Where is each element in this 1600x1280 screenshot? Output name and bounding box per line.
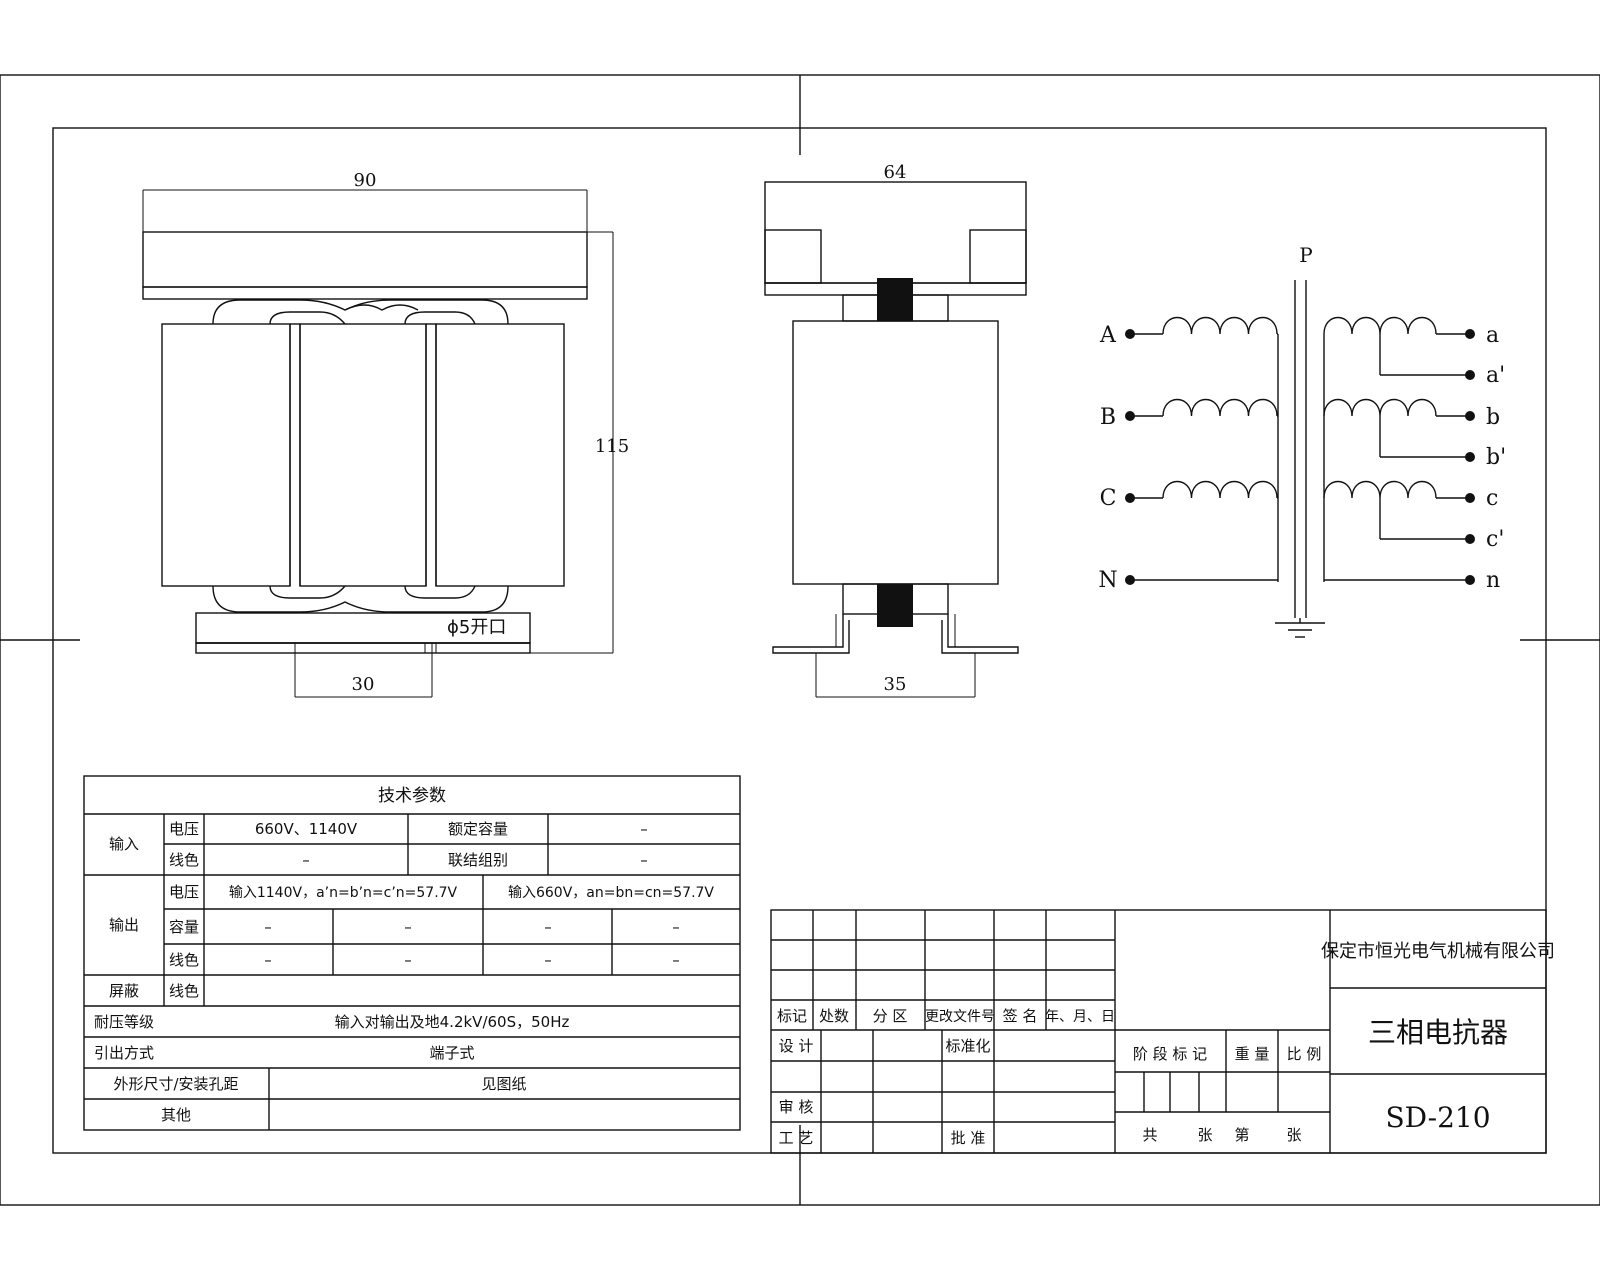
output-capacity-2: – bbox=[404, 918, 412, 936]
sheet-no-prefix: 第 bbox=[1234, 1126, 1249, 1144]
dim-front-mount: 30 bbox=[352, 674, 375, 695]
input-label-a: A bbox=[1099, 323, 1117, 348]
coil-left bbox=[161, 323, 291, 587]
primary-coil-a bbox=[1162, 317, 1278, 335]
design-label: 设 计 bbox=[779, 1037, 814, 1055]
output-label-b-prime: b' bbox=[1486, 445, 1506, 470]
output-voltage-value-1: 输入1140V，a’n=b’n=c’n=57.7V bbox=[229, 885, 458, 901]
sheet-total-suffix: 张 bbox=[1197, 1126, 1212, 1144]
rev-header-zone: 分 区 bbox=[873, 1007, 908, 1025]
output-capacity-3: – bbox=[544, 918, 552, 936]
core-label: P bbox=[1299, 243, 1312, 267]
connection-value: – bbox=[640, 851, 648, 869]
secondary-coil-a bbox=[1323, 317, 1437, 335]
output-wire-color-3: – bbox=[544, 951, 552, 969]
rated-capacity-value: – bbox=[640, 820, 648, 838]
title-block: 标记 处数 分 区 更改文件号 签 名 年、月、日 设 计 标准化 审 核 工 … bbox=[770, 909, 1555, 1154]
dim-front-width: 90 bbox=[354, 170, 377, 191]
sheet-no-suffix: 张 bbox=[1286, 1126, 1301, 1144]
approve-label: 批 准 bbox=[951, 1129, 986, 1147]
output-voltage-label: 电压 bbox=[169, 883, 199, 901]
side-view: 64 35 bbox=[764, 162, 1027, 698]
schematic: P A B C N a a' b b' c c' n bbox=[1098, 243, 1506, 638]
output-terminal-c-prime bbox=[1465, 534, 1475, 544]
withstand-value: 输入对输出及地4.2kV/60S，50Hz bbox=[335, 1013, 570, 1031]
dim-side-mount: 35 bbox=[884, 674, 907, 695]
output-label-c-prime: c' bbox=[1486, 527, 1504, 552]
output-label-n: n bbox=[1486, 568, 1500, 593]
dim-front-height: 115 bbox=[595, 436, 629, 457]
hole-note: ϕ5开口 bbox=[447, 617, 506, 638]
output-wire-color-1: – bbox=[264, 951, 272, 969]
output-terminal-a-prime bbox=[1465, 370, 1475, 380]
sheet-total-prefix: 共 bbox=[1142, 1126, 1157, 1144]
process-label: 工 艺 bbox=[779, 1129, 814, 1147]
side-terminal-bottom bbox=[877, 584, 913, 627]
primary-coil-b bbox=[1162, 399, 1278, 417]
scale-label: 比 例 bbox=[1287, 1045, 1322, 1063]
output-capacity-1: – bbox=[264, 918, 272, 936]
review-label: 审 核 bbox=[779, 1098, 814, 1116]
input-wire-color-label: 线色 bbox=[169, 851, 199, 869]
output-terminal-n bbox=[1465, 575, 1475, 585]
drawing-number: SD-210 bbox=[1385, 1101, 1490, 1134]
output-terminal-c bbox=[1465, 493, 1475, 503]
output-wire-color-4: – bbox=[672, 951, 680, 969]
input-label-c: C bbox=[1100, 486, 1117, 511]
side-coil-body bbox=[792, 320, 999, 585]
output-wire-color-label: 线色 bbox=[169, 951, 199, 969]
stage-mark-label: 阶 段 标 记 bbox=[1133, 1045, 1207, 1063]
output-label-a-prime: a' bbox=[1486, 363, 1505, 388]
input-label-n: N bbox=[1098, 568, 1117, 593]
lead-value: 端子式 bbox=[429, 1044, 474, 1062]
output-terminal-b-prime bbox=[1465, 452, 1475, 462]
output-label-c: c bbox=[1486, 486, 1498, 511]
coil-middle bbox=[299, 323, 427, 587]
rated-capacity-label: 额定容量 bbox=[448, 820, 508, 838]
output-label-b: b bbox=[1486, 405, 1500, 430]
output-voltage-value-2: 输入660V，an=bn=cn=57.7V bbox=[508, 885, 714, 901]
input-label-b: B bbox=[1100, 405, 1116, 430]
dimensions-label: 外形尺寸/安装孔距 bbox=[113, 1075, 238, 1093]
output-label-a: a bbox=[1486, 323, 1499, 348]
secondary-coil-c bbox=[1323, 481, 1437, 499]
output-capacity-4: – bbox=[672, 918, 680, 936]
tech-params-table: 技术参数 输入 电压 660V、1140V 额定容量 – 线色 – 联结组别 –… bbox=[83, 775, 741, 1131]
rev-header-doc: 更改文件号 bbox=[925, 1009, 995, 1025]
shield-wire-color-label: 线色 bbox=[169, 982, 199, 1000]
secondary-coil-b bbox=[1323, 399, 1437, 417]
dimensions-value: 见图纸 bbox=[481, 1075, 526, 1093]
inner-border bbox=[52, 127, 1547, 1154]
product-name: 三相电抗器 bbox=[1368, 1016, 1508, 1049]
output-wire-color-2: – bbox=[404, 951, 412, 969]
rev-header-date: 年、月、日 bbox=[1045, 1009, 1115, 1025]
coil-right bbox=[435, 323, 565, 587]
output-group-label: 输出 bbox=[109, 916, 139, 934]
outer-border bbox=[0, 74, 1600, 1206]
input-voltage-value: 660V、1140V bbox=[255, 820, 358, 838]
lead-label: 引出方式 bbox=[94, 1044, 154, 1062]
rev-header-sign: 签 名 bbox=[1003, 1007, 1038, 1025]
side-terminal-top bbox=[877, 278, 913, 321]
company-name: 保定市恒光电气机械有限公司 bbox=[1321, 941, 1555, 962]
tech-params-title: 技术参数 bbox=[378, 786, 446, 806]
front-view: 90 ϕ5开口 115 bbox=[142, 170, 629, 698]
shield-label: 屏蔽 bbox=[109, 982, 139, 1000]
dim-side-width: 64 bbox=[884, 162, 907, 183]
weight-label: 重 量 bbox=[1235, 1045, 1270, 1063]
input-group-label: 输入 bbox=[109, 835, 139, 853]
output-terminal-a bbox=[1465, 329, 1475, 339]
primary-coil-c bbox=[1162, 481, 1278, 499]
output-terminal-b bbox=[1465, 411, 1475, 421]
other-label: 其他 bbox=[161, 1106, 191, 1124]
withstand-label: 耐压等级 bbox=[94, 1013, 154, 1031]
output-capacity-label: 容量 bbox=[169, 918, 199, 936]
standardize-label: 标准化 bbox=[945, 1037, 990, 1055]
input-voltage-label: 电压 bbox=[169, 820, 199, 838]
input-wire-color-value: – bbox=[302, 851, 310, 869]
rev-header-mark: 标记 bbox=[777, 1007, 807, 1025]
rev-header-count: 处数 bbox=[819, 1007, 849, 1025]
connection-label: 联结组别 bbox=[448, 851, 508, 869]
